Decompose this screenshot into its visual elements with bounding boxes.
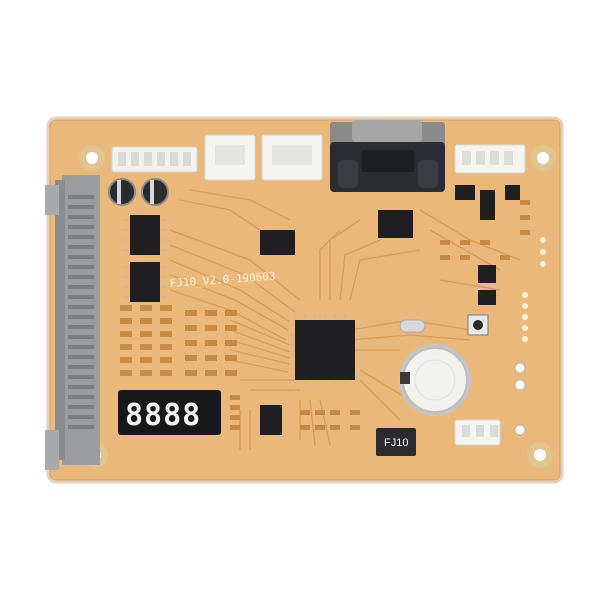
module-label: FJ10 [384,437,408,449]
left-ribbon-header [45,175,100,470]
integrated-circuits [130,185,520,435]
top-white-connectors [111,134,526,181]
smd-components [120,200,530,430]
right-side-pins [522,237,546,342]
ic-pins [123,219,361,386]
bottom-right-connector [454,419,501,446]
display-readout: 8888 [125,398,201,433]
electrolytic-capacitors [108,178,169,206]
fj10-module: FJ10 [376,428,416,456]
led-indicators [514,362,526,436]
copper-traces [169,189,521,450]
coin-battery [399,344,471,416]
db9-serial-connector [330,120,445,192]
seven-segment-display: 8888 [118,390,221,435]
crystal [399,319,426,333]
tact-switch [467,314,489,336]
